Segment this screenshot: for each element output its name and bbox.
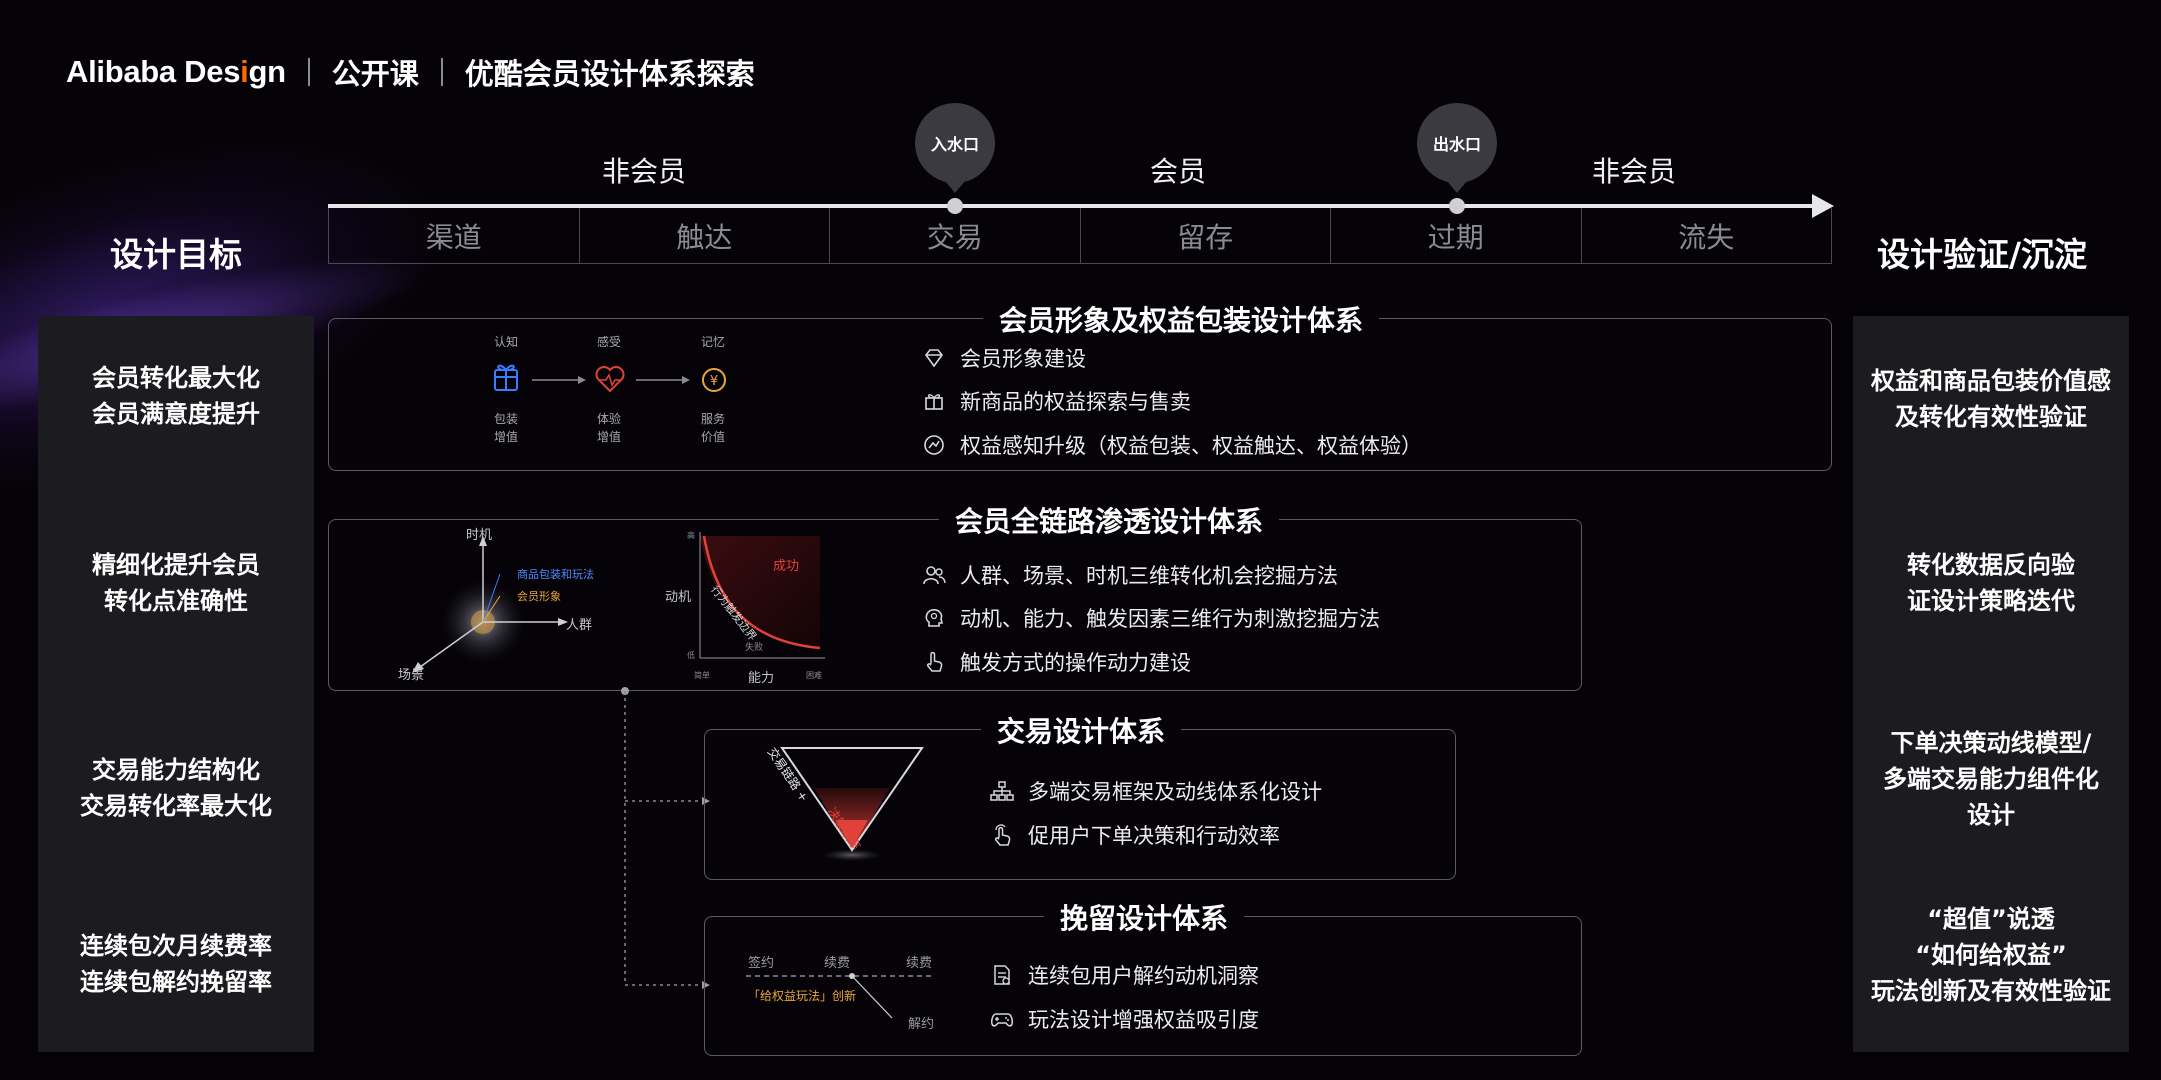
header: Alibaba Design 公开课 优酷会员设计体系探索 [66,52,755,92]
chain-system-box: 会员全链路渗透设计体系 [328,500,1582,691]
curve-x-low: 简单 [694,671,710,680]
stage-trade: 交易 [830,208,1081,263]
entry-bubble-tail [945,181,965,193]
exit-dot [1449,198,1465,214]
stage-retain: 留存 [1081,208,1331,263]
goal-item: 精细化提升会员转化点准确性 [92,551,260,615]
timeline-arrow [1812,194,1834,218]
system-item: 新商品的权益探索与售卖 [922,386,1191,416]
phase-non-member-right: 非会员 [1591,155,1677,188]
timeline-renew-label: 续费 [906,956,933,971]
tap-icon [990,823,1014,847]
gift-icon [494,364,518,391]
right-column-title: 设计验证/沉淀 [1876,235,2088,274]
goal-item: 连续包次月续费率连续包解约挽留率 [80,932,272,996]
page-title: 优酷会员设计体系探索 [464,57,755,91]
course-label: 公开课 [331,57,419,91]
behavior-curve-chart [699,532,825,659]
system-item: 动机、能力、触发因素三维行为刺激挖掘方法 [922,603,1380,633]
validation-item: “超值”说透“如何给权益”玩法创新及有效性验证 [1871,905,2111,1005]
value-flow-diagram: ¥ [494,364,726,393]
exit-bubble: 出水口 [1417,103,1497,183]
axis-label-time: 时机 [466,528,493,543]
curve-y-high: 高 [687,531,695,540]
hierarchy-icon [990,779,1014,803]
diamond-icon [922,346,946,370]
flow-step-caption: 体验增值 [596,412,621,444]
timeline-sign-label: 签约 [748,956,775,971]
image-system-box: 会员形象及权益包装设计体系 [328,299,1832,471]
gift-icon [922,389,946,413]
hand-pointer-icon [922,650,946,674]
yen-coin-icon: ¥ [702,368,726,392]
axis-label-scene: 场景 [398,668,425,683]
connector-lines [621,687,710,989]
timeline-renew-label: 续费 [824,956,851,971]
curve-success-label: 成功 [773,559,800,574]
entry-bubble: 入水口 [915,103,995,183]
stage-row: 渠道 触达 交易 留存 过期 流失 [328,208,1832,264]
trade-system-title: 交易设计体系 [980,710,1182,750]
system-item: 触发方式的操作动力建设 [922,647,1191,677]
validation-item: 转化数据反向验证设计策略迭代 [1907,551,2075,615]
header-divider [440,58,443,86]
flow-step-label: 感受 [596,335,621,349]
entry-dot [947,198,963,214]
brain-icon [922,606,946,630]
image-system-title: 会员形象及权益包装设计体系 [982,299,1380,339]
equity-play-tag: 「给权益玩法」创新 [748,989,857,1003]
alibaba-design-logo: Alibaba Design [66,54,286,89]
3d-axes-diagram [412,536,568,673]
timeline-cancel-label: 解约 [908,1017,935,1032]
phase-member: 会员 [1149,155,1207,188]
gamepad-icon [990,1007,1014,1031]
system-item: 促用户下单决策和行动效率 [990,820,1280,850]
left-column-title: 设计目标 [110,235,242,274]
curve-xlabel: 能力 [748,671,775,686]
validation-item: 权益和商品包装价值感及转化有效性验证 [1871,367,2111,431]
axis-label-people: 人群 [566,618,593,633]
people-icon [922,563,946,587]
timeline-line [328,204,1818,208]
system-item: 人群、场景、时机三维转化机会挖掘方法 [922,560,1338,590]
curve-x-high: 困难 [806,671,822,680]
retain-system-box: 挽留设计体系 [704,897,1582,1056]
flow-step-caption: 包装增值 [493,412,518,444]
goal-item: 交易能力结构化交易转化率最大化 [80,756,272,820]
chain-system-title: 会员全链路渗透设计体系 [938,500,1280,540]
stage-churn: 流失 [1678,220,1735,254]
validation-item: 下单决策动线模型/多端交易能力组件化设计 [1883,729,2099,829]
validation-panel [1853,316,2129,1052]
upgrade-badge-icon [922,433,946,457]
system-item: 会员形象建设 [922,343,1086,373]
exit-bubble-tail [1447,181,1467,193]
header-divider [307,58,310,86]
curve-y-low: 低 [687,651,695,660]
system-item: 多端交易框架及动线体系化设计 [990,776,1322,806]
label-member-image: 会员形象 [517,590,561,603]
stage-expire: 过期 [1331,208,1582,263]
system-item: 连续包用户解约动机洞察 [990,960,1259,990]
stage-reach: 触达 [580,208,830,263]
flow-step-caption: 服务价值 [700,412,725,444]
retain-system-title: 挽留设计体系 [1043,897,1245,937]
flow-step-label: 认知 [493,335,518,349]
flow-step-label: 记忆 [700,335,725,349]
system-item: 玩法设计增强权益吸引度 [990,1004,1259,1034]
document-icon [990,963,1014,987]
renewal-timeline-diagram [746,973,932,1019]
stage-channel: 渠道 [329,208,580,263]
goals-panel [38,316,314,1052]
trade-system-box: 交易设计体系 [704,710,1456,880]
decision-funnel-icon [780,747,924,861]
curve-ylabel: 动机 [665,590,692,605]
goal-item: 会员转化最大化会员满意度提升 [92,364,260,428]
svg-text:¥: ¥ [710,374,718,389]
label-goods-packaging: 商品包装和玩法 [517,568,594,581]
system-item: 权益感知升级（权益包装、权益触达、权益体验） [922,430,1422,460]
heart-icon [595,366,625,393]
curve-fail-label: 失败 [745,643,764,653]
phase-non-member-left: 非会员 [601,155,687,188]
